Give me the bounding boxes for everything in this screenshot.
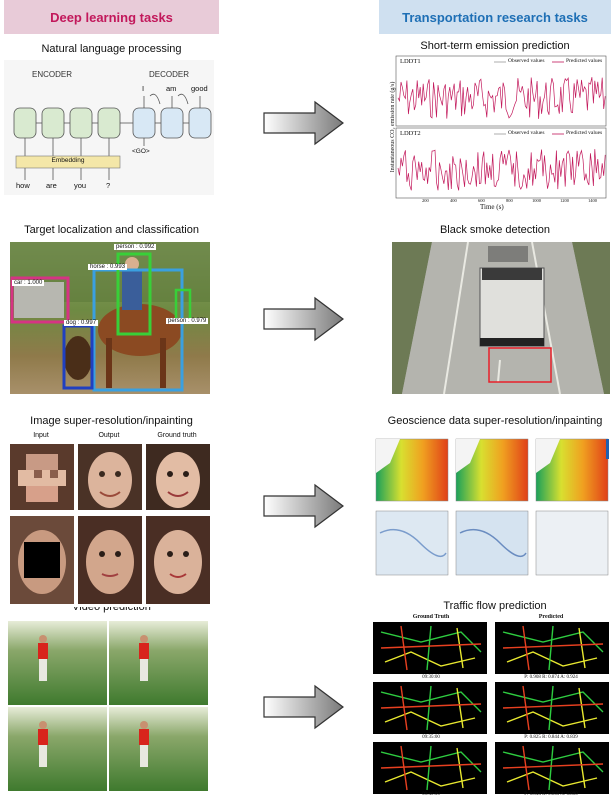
object-detection-image: person : 0.992 horse : 0.993 car : 1.000… <box>10 242 210 394</box>
score-label-2: P: 0.825 R: 0.844 A: 0.839 <box>524 735 578 740</box>
legend-observed-2: Observed values <box>508 130 545 136</box>
xtick-1200: 1200 <box>560 198 569 203</box>
row3-arrow-icon <box>263 483 344 529</box>
score-label-3: P: 0.844 R: 0.860 A: 0.890 <box>524 792 578 797</box>
row4-right-title: Traffic flow prediction <box>443 600 547 612</box>
output-token-2: am <box>166 84 177 93</box>
decoder-label: DECODER <box>149 70 190 79</box>
row3-left-title: Image super-resolution/inpainting <box>30 415 193 427</box>
xtick-400: 400 <box>450 198 457 203</box>
embedding-layer: Embedding <box>51 157 85 164</box>
output-token-3: good <box>191 84 208 93</box>
video-prediction-frames <box>8 621 208 791</box>
go-token: <GO> <box>132 148 150 155</box>
emission-ylabel: Instantaneous CO₂ emission rate (g/s) <box>390 81 396 173</box>
time-label-2: 09:35:00 <box>422 735 440 740</box>
legend-observed: Observed values <box>508 58 545 64</box>
detection-label-person-2: person : 0.979 <box>166 318 209 324</box>
row1-left-title: Natural language processing <box>41 43 182 55</box>
xtick-1400: 1400 <box>588 198 597 203</box>
row1-right-title: Short-term emission prediction <box>420 40 570 52</box>
ground-truth-header: Ground Truth <box>412 614 450 620</box>
detection-label-dog: dog : 0.997 <box>64 320 99 326</box>
time-label-1: 09:30:00 <box>422 675 440 680</box>
emission-panel1-label: LDDT1 <box>400 58 421 65</box>
row1-arrow-icon <box>263 100 344 146</box>
column-input-label: Input <box>33 432 49 439</box>
input-token-2: are <box>46 181 57 190</box>
row2-right-title: Black smoke detection <box>439 224 551 236</box>
xtick-800: 800 <box>506 198 513 203</box>
xtick-600: 600 <box>478 198 485 203</box>
row4-arrow-icon <box>263 684 344 730</box>
super-resolution-grid: Input Output Ground truth <box>8 432 213 607</box>
input-token-3: you <box>74 181 87 190</box>
column-ground-truth-label: Ground truth <box>157 432 197 439</box>
left-column-header: Deep learning tasks <box>4 0 219 34</box>
row3-right-title: Geoscience data super-resolution/inpaint… <box>387 415 603 427</box>
traffic-flow-grid: Ground Truth Predicted 09:30:00 P: 0.908… <box>371 614 611 798</box>
legend-predicted-2: Predicted values <box>566 130 603 136</box>
black-smoke-detection-image <box>392 242 610 394</box>
encoder-label: ENCODER <box>32 70 73 79</box>
xtick-1000: 1000 <box>532 198 541 203</box>
row2-arrow-icon <box>263 296 344 342</box>
predicted-header: Predicted <box>538 614 564 620</box>
detection-label-horse: horse : 0.993 <box>88 264 128 270</box>
detection-label-car: car : 1.000 <box>12 280 45 286</box>
emission-xlabel: Time (s) <box>480 203 504 211</box>
detection-label-person-1: person : 0.992 <box>114 244 157 250</box>
xtick-200: 200 <box>422 198 429 203</box>
emission-panel2-label: LDDT2 <box>400 130 421 137</box>
emission-prediction-chart: LDDT1 LDDT2 Observed values Predicted va… <box>380 52 610 212</box>
legend-predicted: Predicted values <box>566 58 603 64</box>
geoscience-maps-grid <box>370 433 612 581</box>
input-token-1: how <box>16 181 30 190</box>
right-column-header: Transportation research tasks <box>379 0 611 34</box>
score-label-1: P: 0.908 R: 0.874 A: 0.924 <box>524 675 578 680</box>
column-output-label: Output <box>98 432 120 439</box>
input-token-4: ? <box>106 181 111 190</box>
row2-left-title: Target localization and classification <box>24 224 199 236</box>
nlp-seq2seq-diagram: ENCODER DECODER <box>4 60 214 195</box>
output-token-1: I <box>142 84 145 93</box>
time-label-3: 09:40:00 <box>422 792 440 797</box>
